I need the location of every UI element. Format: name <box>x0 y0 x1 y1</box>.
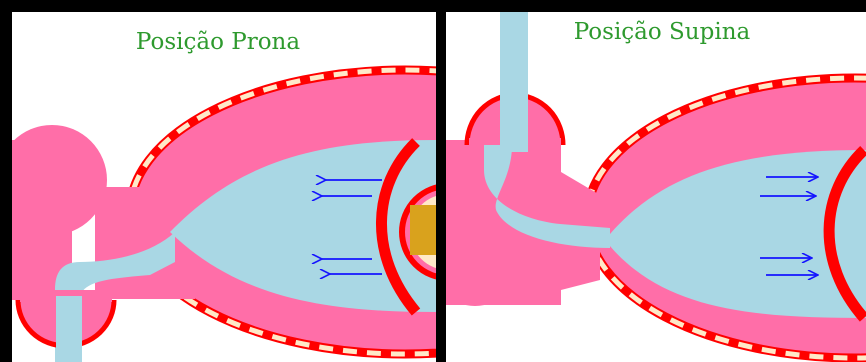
neck <box>95 187 195 299</box>
panel-title-prona: Posição Prona <box>136 29 300 55</box>
left-border <box>0 0 12 362</box>
top-border <box>0 0 866 12</box>
bottom-tube <box>56 296 82 362</box>
panel-supina: Posição Supina <box>431 12 866 358</box>
panel-title-supina: Posição Supina <box>574 19 751 45</box>
panel-divider <box>436 0 446 362</box>
top-tube <box>500 12 528 152</box>
